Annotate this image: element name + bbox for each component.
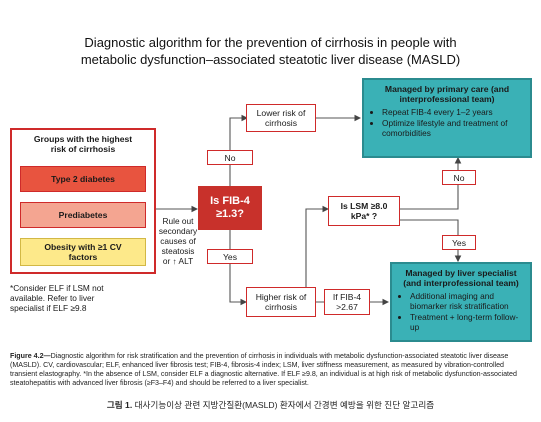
lsm-question-label: Is LSM ≥8.0 kPa* ? <box>340 201 388 221</box>
if-fib4-box: If FIB-4 >2.67 <box>324 289 370 315</box>
specialist-title: Managed by liver specialist (and interpr… <box>403 268 519 288</box>
korean-caption: 그림 1. 대사기능이상 관련 지방간질환(MASLD) 환자에서 간경변 예방… <box>0 399 541 411</box>
primary-care-list: Repeat FIB-4 every 1–2 years Optimize li… <box>370 107 524 139</box>
figure-caption: Figure 4.2—Diagnostic algorithm for risk… <box>10 352 532 388</box>
arrow-higher-to-lsm <box>305 205 330 288</box>
diagram-title: Diagnostic algorithm for the prevention … <box>0 34 541 68</box>
korean-caption-label: 그림 1. <box>106 400 133 410</box>
fib4-question-box: Is FIB-4 ≥1.3? <box>198 186 262 230</box>
risk-groups-heading: Groups with the highest risk of cirrhosi… <box>33 134 133 154</box>
primary-care-item: Optimize lifestyle and treatment of como… <box>382 118 524 138</box>
figure-caption-label: Figure 4.2— <box>10 352 51 360</box>
type2-diabetes-label: Type 2 diabetes <box>51 174 115 184</box>
no-label-fib4: No <box>207 150 253 165</box>
lsm-question-box: Is LSM ≥8.0 kPa* ? <box>328 196 400 226</box>
primary-care-item: Repeat FIB-4 every 1–2 years <box>382 107 524 117</box>
no-label-lsm-text: No <box>453 172 465 183</box>
specialist-item: Treatment + long-term follow-up <box>410 312 524 332</box>
specialist-list: Additional imaging and biomarker risk st… <box>398 291 524 333</box>
no-label-lsm: No <box>442 170 476 185</box>
fib4-question-label: Is FIB-4 ≥1.3? <box>210 195 250 220</box>
korean-caption-text: 대사기능이상 관련 지방간질환(MASLD) 환자에서 간경변 예방을 위한 진… <box>134 400 435 410</box>
arrow-fib4-to-higher <box>229 230 248 306</box>
figure-caption-text: Diagnostic algorithm for risk stratifica… <box>10 352 517 387</box>
obesity-label: Obesity with ≥1 CV factors <box>44 242 122 262</box>
primary-care-box: Managed by primary care (and interprofes… <box>362 78 532 158</box>
prediabetes-box: Prediabetes <box>20 202 146 228</box>
no-label-fib4-text: No <box>224 152 236 163</box>
if-fib4-label: If FIB-4 >2.67 <box>332 292 362 312</box>
yes-label-fib4: Yes <box>207 249 253 264</box>
prediabetes-label: Prediabetes <box>58 210 108 220</box>
type2-diabetes-box: Type 2 diabetes <box>20 166 146 192</box>
obesity-box: Obesity with ≥1 CV factors <box>20 238 146 266</box>
title-line-2: metabolic dysfunction–associated steatot… <box>80 52 461 67</box>
specialist-box: Managed by liver specialist (and interpr… <box>390 262 532 342</box>
specialist-item: Additional imaging and biomarker risk st… <box>410 291 524 311</box>
higher-risk-label: Higher risk of cirrhosis <box>255 292 307 312</box>
primary-care-title: Managed by primary care (and interprofes… <box>384 84 510 104</box>
yes-label-lsm-text: Yes <box>451 237 467 248</box>
lower-risk-label: Lower risk of cirrhosis <box>256 108 306 128</box>
yes-label-fib4-text: Yes <box>222 251 238 262</box>
lower-risk-box: Lower risk of cirrhosis <box>246 104 316 132</box>
yes-label-lsm: Yes <box>442 235 476 250</box>
higher-risk-box: Higher risk of cirrhosis <box>246 287 316 317</box>
rule-out-text: Rule out secondary causes of steatosis o… <box>158 216 198 266</box>
footnote: *Consider ELF if LSM not available. Refe… <box>10 283 104 313</box>
title-line-1: Diagnostic algorithm for the prevention … <box>84 35 457 50</box>
